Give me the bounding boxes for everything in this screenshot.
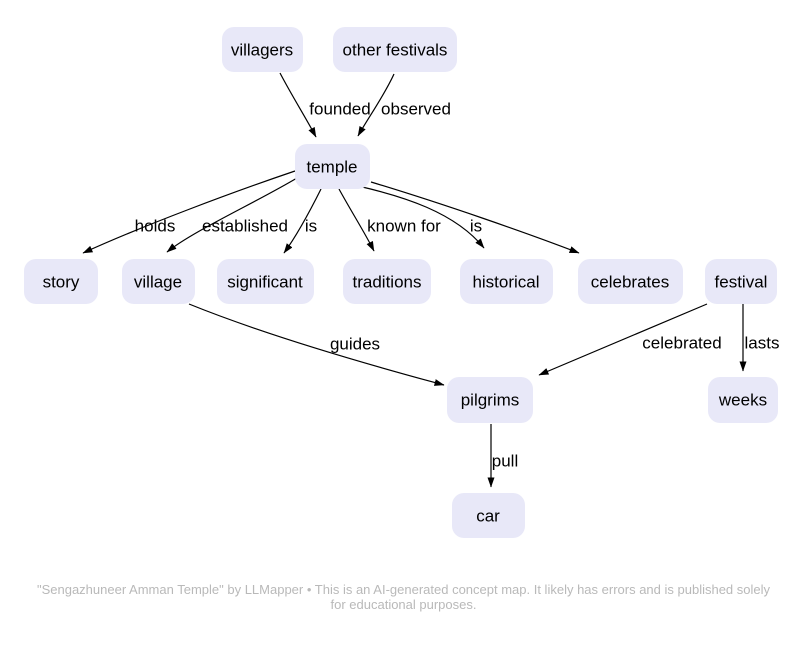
edge-label-holds: holds [135, 217, 176, 236]
node-celebrates-label: celebrates [591, 273, 669, 292]
edge-label-established: established [202, 217, 288, 236]
footer-attribution-text: "Sengazhuneer Amman Temple" by LLMapper … [36, 582, 771, 612]
node-festival-label: festival [715, 273, 768, 292]
node-historical-label: historical [472, 273, 539, 292]
edge-label-observed: observed [381, 100, 451, 119]
node-temple-box [295, 144, 370, 189]
edge-label-founded: founded [309, 100, 370, 119]
node-temple: temple [295, 144, 370, 189]
node-villagers-label: villagers [231, 41, 293, 60]
footer-attribution: "Sengazhuneer Amman Temple" by LLMapper … [0, 582, 807, 612]
edge-label-celebrated: celebrated [642, 334, 721, 353]
node-car: car [452, 493, 525, 538]
edge-festival-pilgrims [538, 303, 708, 376]
edge-temple-traditions [338, 188, 375, 252]
node-other-festivals-box [333, 27, 457, 72]
edge-label-lasts: lasts [745, 334, 780, 353]
node-significant-box [217, 259, 314, 304]
node-traditions-box [343, 259, 431, 304]
node-historical: historical [460, 259, 553, 304]
node-villagers: villagers [222, 27, 303, 72]
node-celebrates-box [578, 259, 683, 304]
node-pilgrims: pilgrims [447, 377, 533, 423]
node-other-festivals-label: other festivals [343, 41, 448, 60]
node-story: story [24, 259, 98, 304]
node-story-box [24, 259, 98, 304]
edge-label-is-2: is [470, 217, 482, 236]
edge-villagers-temple [279, 72, 317, 138]
edge-label-known-for: known for [367, 217, 441, 236]
node-pilgrims-box [447, 377, 533, 423]
node-festival-box [705, 259, 777, 304]
node-weeks: weeks [708, 377, 778, 423]
edge-temple-village [166, 177, 298, 253]
edge-other-festivals-temple [357, 73, 395, 137]
node-village-box [122, 259, 195, 304]
node-significant-label: significant [227, 273, 303, 292]
node-temple-label: temple [306, 158, 357, 177]
edge-label-guides: guides [330, 335, 380, 354]
node-significant: significant [217, 259, 314, 304]
node-car-box [452, 493, 525, 538]
node-other-festivals: other festivals [333, 27, 457, 72]
edge-temple-significant [283, 188, 322, 254]
node-car-label: car [476, 507, 500, 526]
edge-label-layer: founded observed holds established is kn… [135, 100, 780, 471]
edge-layer [82, 72, 747, 488]
node-story-label: story [43, 273, 80, 292]
edge-village-pilgrims [188, 303, 445, 386]
node-layer: villagers other festivals temple story v… [24, 27, 778, 538]
node-villagers-box [222, 27, 303, 72]
node-pilgrims-label: pilgrims [461, 391, 520, 410]
node-weeks-box [708, 377, 778, 423]
edge-label-pull: pull [492, 452, 518, 471]
node-traditions-label: traditions [353, 273, 422, 292]
node-traditions: traditions [343, 259, 431, 304]
node-festival: festival [705, 259, 777, 304]
edge-temple-historical [357, 185, 485, 249]
node-village-label: village [134, 273, 182, 292]
node-historical-box [460, 259, 553, 304]
edge-label-is-1: is [305, 217, 317, 236]
edge-temple-story [82, 170, 296, 254]
node-celebrates: celebrates [578, 259, 683, 304]
edge-temple-celebrates [370, 181, 580, 254]
node-weeks-label: weeks [718, 391, 767, 410]
node-village: village [122, 259, 195, 304]
